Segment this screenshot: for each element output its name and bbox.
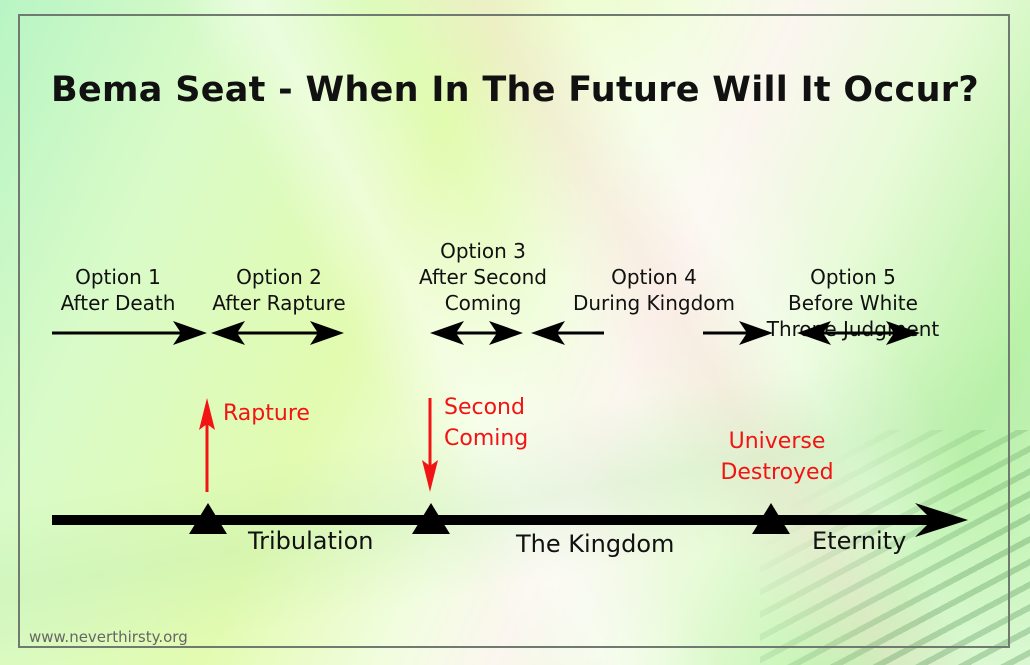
second-coming-label: Second Coming	[444, 392, 528, 454]
option-number: Option 2	[236, 265, 322, 289]
event-text: Coming	[444, 426, 529, 451]
universe-destroyed-marker-triangle-icon	[752, 503, 790, 534]
rapture-label: Rapture	[223, 401, 310, 426]
eternity-label: Eternity	[812, 527, 907, 555]
event-text: Second	[444, 395, 525, 420]
option-2-double-arrow-icon	[211, 321, 344, 345]
option-number: Option 5	[810, 265, 896, 289]
option-number: Option 1	[75, 265, 161, 289]
footer-url: www.neverthirsty.org	[29, 628, 188, 646]
option-number: Option 3	[440, 239, 526, 263]
option-description: Coming	[444, 291, 522, 315]
event-text: Universe	[728, 429, 826, 454]
option-1-label: Option 1 After Death	[52, 264, 184, 316]
event-text: Destroyed	[720, 460, 834, 485]
option-description: After Rapture	[212, 291, 346, 315]
option-description: Throne Judgment	[766, 317, 940, 341]
background-mesh-pattern	[760, 430, 1030, 665]
option-4-right-arrow-icon	[703, 321, 773, 345]
option-description: After Second	[419, 265, 547, 289]
timeline-axis-arrow-icon	[52, 503, 968, 537]
second-coming-marker-triangle-icon	[412, 503, 450, 534]
option-number: Option 4	[611, 265, 697, 289]
diagram-title: Bema Seat - When In The Future Will It O…	[51, 70, 979, 110]
rapture-up-arrow-icon	[199, 398, 215, 492]
option-description: After Death	[60, 291, 176, 315]
option-4-left-arrow-icon	[531, 321, 604, 345]
option-1-arrow-icon	[52, 321, 207, 345]
diagram-frame	[18, 14, 1010, 648]
option-description: During Kingdom	[572, 291, 736, 315]
option-5-label: Option 5 Before White Throne Judgment	[757, 264, 949, 342]
tribulation-label: Tribulation	[248, 527, 374, 555]
option-2-label: Option 2 After Rapture	[205, 264, 353, 316]
option-4-label: Option 4 During Kingdom	[565, 264, 743, 316]
universe-destroyed-label: Universe Destroyed	[712, 426, 842, 488]
option-3-label: Option 3 After Second Coming	[412, 238, 554, 316]
kingdom-label: The Kingdom	[516, 530, 675, 558]
option-description: Before White	[788, 291, 918, 315]
rapture-marker-triangle-icon	[189, 503, 227, 534]
second-coming-down-arrow-icon	[422, 398, 438, 492]
option-3-double-arrow-icon	[430, 321, 523, 345]
option-5-double-arrow-icon	[797, 321, 920, 345]
